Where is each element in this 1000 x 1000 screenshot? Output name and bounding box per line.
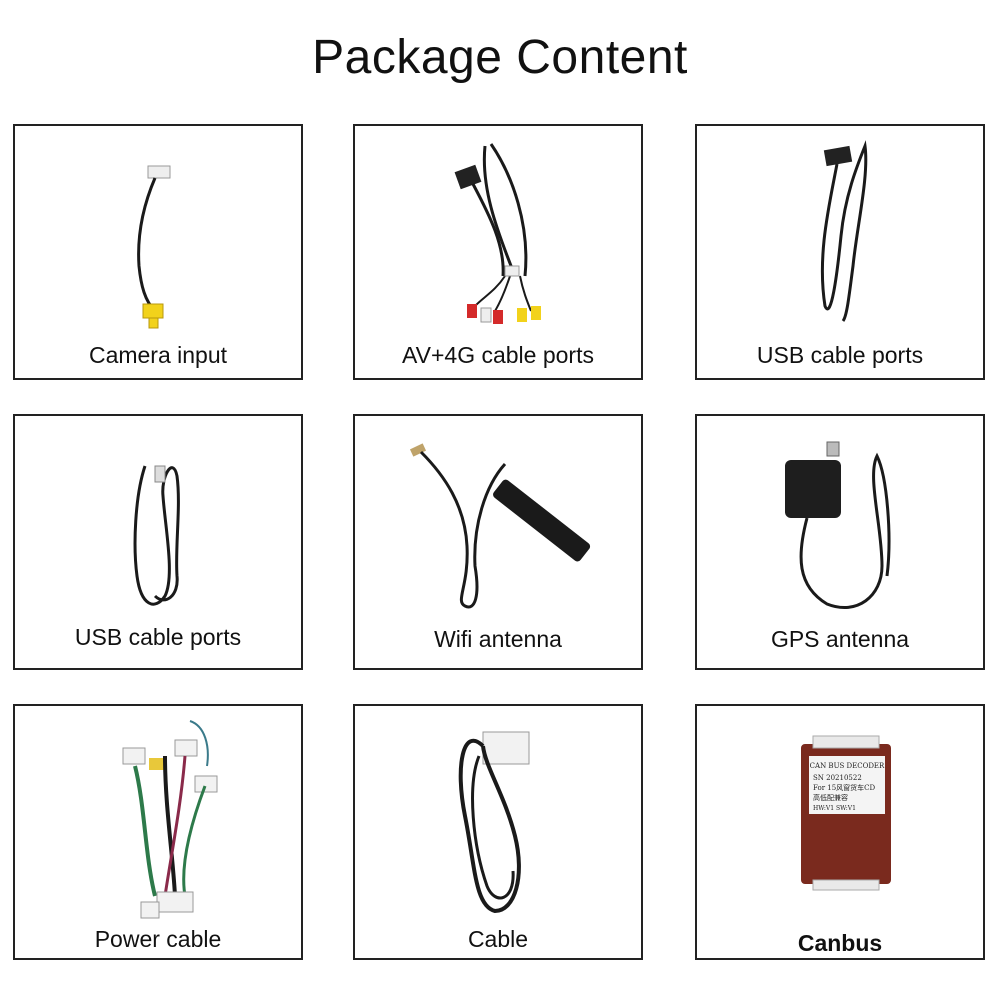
usb-cable-icon: [820, 140, 868, 322]
item-label: USB cable ports: [756, 342, 924, 368]
item-label: USB cable ports: [74, 624, 242, 650]
item-card-av-4g-cable: AV+4G cable ports: [353, 124, 643, 380]
power-harness-icon: [122, 720, 218, 919]
item-label: GPS antenna: [770, 626, 910, 652]
page-title: Package Content: [312, 31, 688, 84]
canbus-line-1: CAN BUS DECODER: [810, 762, 885, 770]
canbus-line-3: For 15风窗货车CD: [813, 783, 876, 792]
item-label: Wifi antenna: [434, 626, 562, 652]
item-card-gps-antenna: GPS antenna: [695, 414, 985, 670]
item-label: Cable: [467, 926, 529, 952]
item-card-usb-cable-ports-1: USB cable ports: [695, 124, 985, 380]
canbus-line-5: HW:V1 SW:V1: [813, 805, 856, 812]
cable-icon: [458, 731, 530, 914]
av-harness-icon: [454, 143, 541, 324]
canbus-line-2: SN 20210522: [813, 774, 862, 782]
item-label: Camera input: [88, 342, 228, 368]
item-card-camera-input: Camera input: [13, 124, 303, 380]
item-card-canbus: CAN BUS DECODER SN 20210522 For 15风窗货车CD…: [695, 704, 985, 960]
item-label: AV+4G cable ports: [402, 342, 594, 368]
canbus-line-4: 高低配兼容: [813, 793, 848, 802]
rca-camera-cable-icon: [137, 165, 171, 329]
item-label: Canbus: [797, 930, 883, 956]
gps-antenna-icon: [785, 441, 891, 610]
usb-cable-icon: [133, 465, 180, 606]
item-card-usb-cable-ports-2: USB cable ports: [13, 414, 303, 670]
item-card-cable: Cable: [353, 704, 643, 960]
canbus-decoder-icon: CAN BUS DECODER SN 20210522 For 15风窗货车CD…: [801, 735, 891, 891]
item-label: Power cable: [94, 926, 222, 952]
item-card-power-cable: Power cable: [13, 704, 303, 960]
wifi-antenna-icon: [409, 443, 591, 609]
item-card-wifi-antenna: Wifi antenna: [353, 414, 643, 670]
